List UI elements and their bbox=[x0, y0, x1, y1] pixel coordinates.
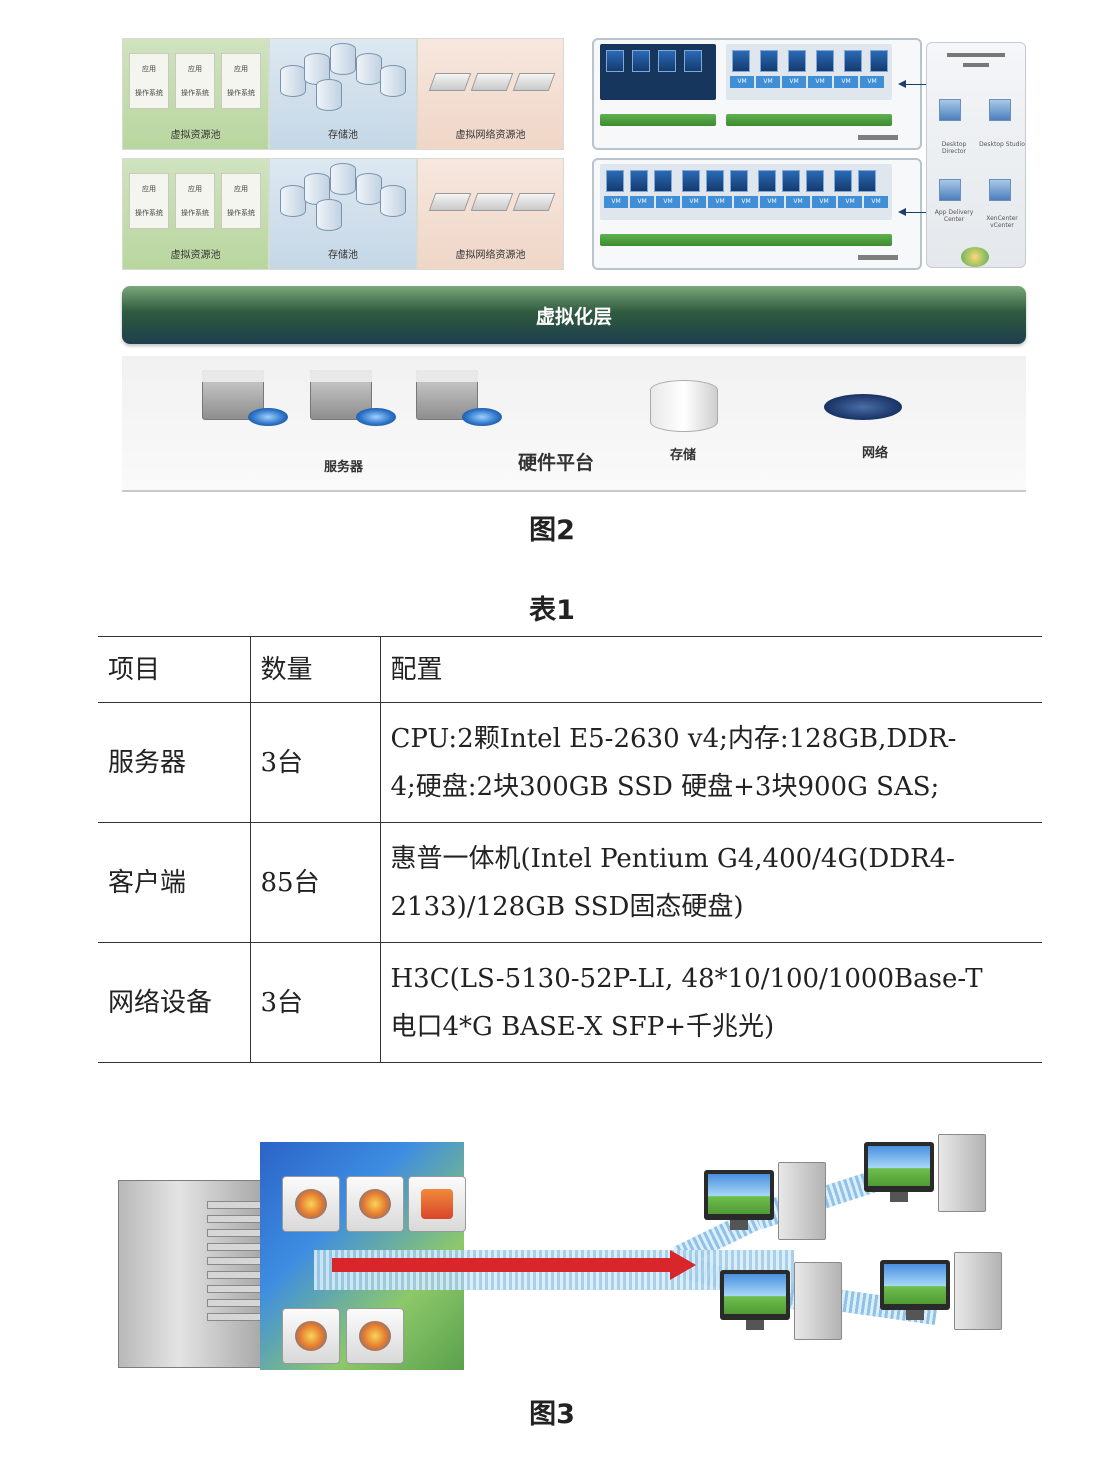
virtualization-layer-bar: 虚拟化层 bbox=[122, 286, 1026, 344]
network-device-icon bbox=[424, 189, 560, 219]
desktop-pc-icon bbox=[880, 1252, 1030, 1344]
vm-tile: 应用操作系统 bbox=[129, 173, 169, 229]
hardware-platform-panel: 服务器 硬件平台 存储 网络 bbox=[122, 356, 1026, 492]
cell-item: 服务器 bbox=[98, 702, 251, 823]
cell-item: 客户端 bbox=[98, 822, 251, 943]
red-arrow-head-icon bbox=[670, 1250, 696, 1280]
network-resource-pool: 虚拟网络资源池 bbox=[417, 38, 564, 150]
app-icon bbox=[346, 1176, 404, 1232]
server-label: 服务器 bbox=[324, 460, 364, 475]
figure-2-caption: 图2 bbox=[529, 515, 575, 546]
network-pool-label: 虚拟网络资源池 bbox=[455, 130, 526, 141]
vm-tile: 应用操作系统 bbox=[175, 53, 215, 109]
pool-row-2: 应用操作系统 应用操作系统 应用操作系统 虚拟资源池 存储池 bbox=[122, 158, 564, 270]
storage-pool-label: 存储池 bbox=[328, 250, 358, 261]
network-pool-label: 虚拟网络资源池 bbox=[455, 250, 526, 261]
header-config: 配置 bbox=[379, 636, 1042, 703]
virtual-pool-label: 虚拟资源池 bbox=[170, 130, 221, 141]
app-icon bbox=[282, 1176, 340, 1232]
table-row: 客户端 85台 惠普一体机(Intel Pentium G4,400/4G(DD… bbox=[98, 822, 1042, 943]
database-cylinders-icon bbox=[276, 43, 412, 119]
header-item: 项目 bbox=[98, 636, 251, 703]
virtual-resource-pool: 应用操作系统 应用操作系统 应用操作系统 虚拟资源池 bbox=[122, 38, 269, 150]
app-icon bbox=[346, 1308, 404, 1364]
header-qty: 数量 bbox=[249, 636, 381, 703]
cell-config: CPU:2颗Intel E5-2630 v4;内存:128GB,DDR- 4;硬… bbox=[379, 702, 1042, 823]
hardware-platform-title: 硬件平台 bbox=[518, 452, 595, 474]
network-label: 网络 bbox=[862, 446, 889, 461]
vm-tile: 应用操作系统 bbox=[221, 173, 261, 229]
app-icon bbox=[408, 1176, 466, 1232]
desktop-pc-icon bbox=[704, 1162, 854, 1254]
figure-3-delivery bbox=[118, 1128, 1018, 1374]
table-row: 网络设备 3台 H3C(LS-5130-52P-LI, 48*10/100/10… bbox=[98, 942, 1042, 1063]
desktop-studio-icon bbox=[989, 99, 1011, 121]
cell-qty: 3台 bbox=[249, 702, 381, 823]
cell-item: 网络设备 bbox=[98, 942, 251, 1063]
server-icon bbox=[202, 370, 288, 426]
storage-pool-label: 存储池 bbox=[328, 130, 358, 141]
network-switch-icon bbox=[824, 394, 902, 420]
storage-label: 存储 bbox=[670, 448, 697, 463]
app-delivery-center-icon bbox=[939, 179, 961, 201]
vm-tile: 应用操作系统 bbox=[129, 53, 169, 109]
virtual-resource-pool: 应用操作系统 应用操作系统 应用操作系统 虚拟资源池 bbox=[122, 158, 269, 270]
storage-icon bbox=[650, 380, 718, 432]
table-header-row: 项目 数量 配置 bbox=[98, 636, 1042, 703]
figure-2-architecture: 应用操作系统 应用操作系统 应用操作系统 虚拟资源池 存储池 bbox=[122, 36, 1028, 494]
cell-qty: 3台 bbox=[249, 942, 381, 1063]
app-icon bbox=[282, 1308, 340, 1364]
vm-tile: 应用操作系统 bbox=[175, 173, 215, 229]
server-icon bbox=[118, 1180, 268, 1368]
cell-config: 惠普一体机(Intel Pentium G4,400/4G(DDR4- 2133… bbox=[379, 822, 1042, 943]
desktop-director-icon bbox=[939, 99, 961, 121]
cell-qty: 85台 bbox=[249, 822, 381, 943]
server-icon bbox=[310, 370, 396, 426]
storage-pool: 存储池 bbox=[269, 158, 417, 270]
table-1-caption: 表1 bbox=[529, 595, 575, 626]
xencenter-icon bbox=[989, 179, 1011, 201]
figure-3-caption: 图3 bbox=[529, 1399, 575, 1430]
management-center-panel: Desktop Director Desktop Studio App Deli… bbox=[926, 42, 1026, 268]
table-row: 服务器 3台 CPU:2颗Intel E5-2630 v4;内存:128GB,D… bbox=[98, 702, 1042, 823]
desktop-pc-icon bbox=[864, 1134, 1014, 1226]
pool-row-1: 应用操作系统 应用操作系统 应用操作系统 虚拟资源池 存储池 bbox=[122, 38, 564, 150]
virtual-pool-label: 虚拟资源池 bbox=[170, 250, 221, 261]
desktop-pc-icon bbox=[720, 1262, 870, 1354]
cell-config: H3C(LS-5130-52P-LI, 48*10/100/1000Base-T… bbox=[379, 942, 1042, 1063]
network-device-icon bbox=[424, 69, 560, 99]
spec-table: 项目 数量 配置 服务器 3台 CPU:2颗Intel E5-2630 v4;内… bbox=[98, 636, 1042, 1063]
server-icon bbox=[416, 370, 502, 426]
vm-tile: 应用操作系统 bbox=[221, 53, 261, 109]
server-blade-icon bbox=[600, 44, 716, 100]
network-resource-pool: 虚拟网络资源池 bbox=[417, 158, 564, 270]
user-icon bbox=[961, 247, 989, 267]
storage-pool: 存储池 bbox=[269, 38, 417, 150]
database-cylinders-icon bbox=[276, 163, 412, 239]
red-arrow-icon bbox=[332, 1258, 672, 1272]
